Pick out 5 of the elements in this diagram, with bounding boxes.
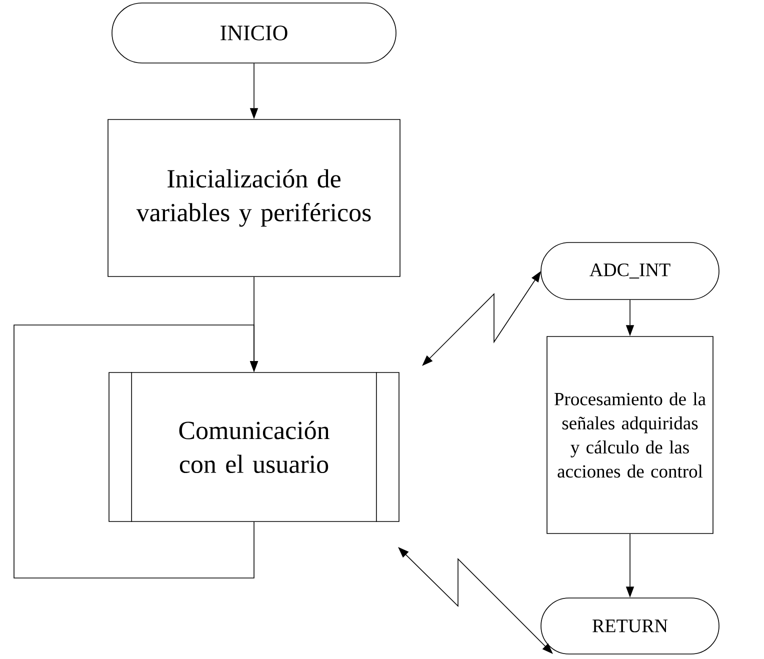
loop-arrow bbox=[14, 324, 258, 578]
process-box: Procesamiento de la señales adquiridas y cálculo de las acciones de control bbox=[546, 336, 714, 534]
lightning-arrow bbox=[398, 547, 553, 654]
predefined-process-box: Comunicación con el usuario bbox=[108, 372, 400, 522]
process-box: Inicialización de variables y periféricos bbox=[108, 119, 400, 277]
